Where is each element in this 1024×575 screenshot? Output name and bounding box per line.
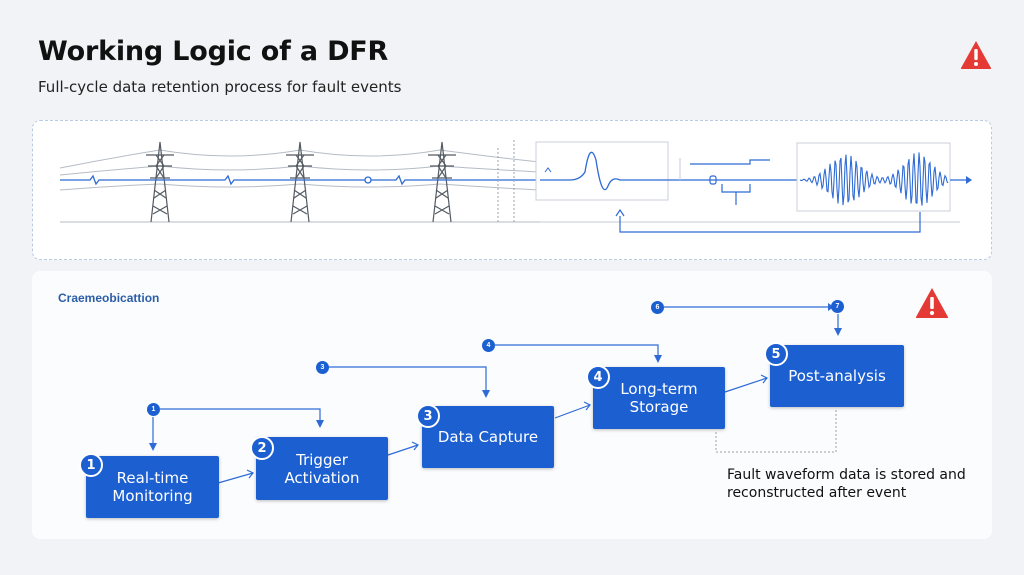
page-subtitle: Full-cycle data retention process for fa…: [38, 78, 402, 96]
step-label: Trigger Activation: [284, 450, 360, 487]
step-number-badge: 2: [250, 436, 274, 460]
step-real-time-monitoring: Real-time Monitoring: [86, 456, 219, 518]
mini-marker: 7: [831, 300, 844, 313]
warning-triangle-icon: [960, 41, 992, 69]
step-data-capture: Data Capture: [422, 406, 554, 468]
step-label: Post-analysis: [788, 367, 886, 385]
step-long-term-storage: Long-term Storage: [593, 367, 725, 429]
mini-marker: 6: [651, 301, 664, 314]
page-title: Working Logic of a DFR: [38, 36, 389, 67]
step-number-badge: 5: [764, 342, 788, 366]
fault-waveform-note: Fault waveform data is stored and recons…: [727, 467, 966, 501]
step-number-badge: 4: [586, 365, 610, 389]
step-label: Data Capture: [437, 428, 539, 446]
step-label: Real-time Monitoring: [112, 469, 193, 505]
signal-line: [60, 174, 540, 186]
step-number-badge: 1: [79, 453, 103, 477]
step-number-badge: 3: [416, 404, 440, 428]
mini-marker: 3: [316, 361, 329, 374]
warning-triangle-icon: [915, 288, 949, 318]
mini-marker: 1: [147, 403, 160, 416]
step-post-analysis: Post-analysis: [770, 345, 904, 407]
flow-section-label: Craemeobicattion: [58, 291, 160, 305]
step-label: Long-term Storage: [620, 380, 698, 416]
transmission-tower-icon: [146, 141, 456, 223]
step-trigger-activation: Trigger Activation: [256, 437, 388, 500]
mini-marker: 4: [482, 339, 495, 352]
